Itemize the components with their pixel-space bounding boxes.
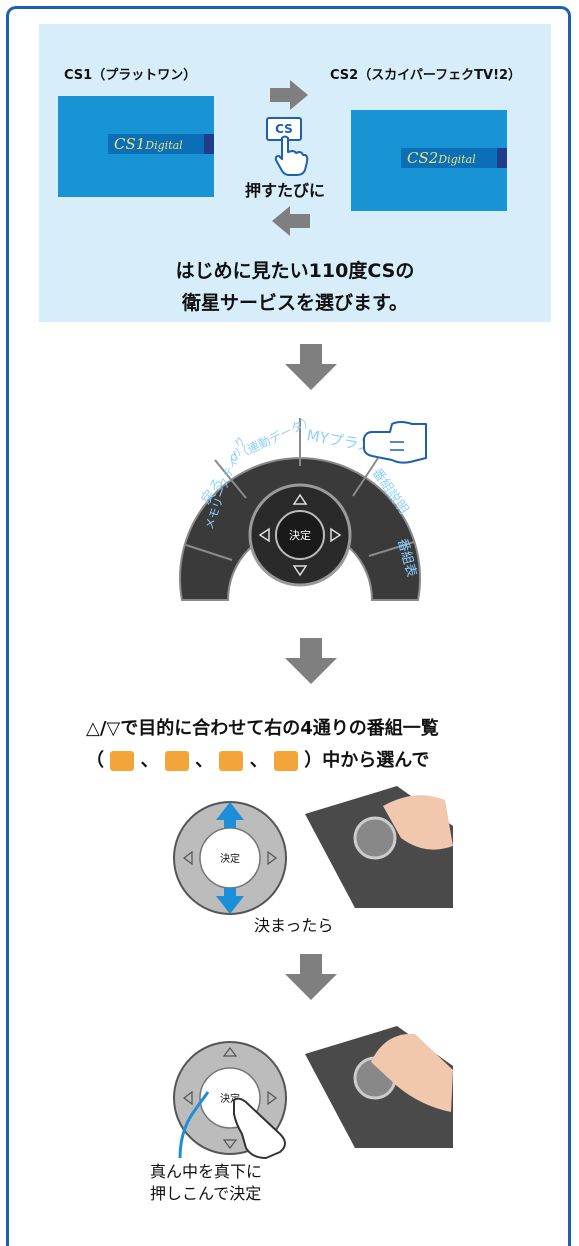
arrow-down-icon-2 xyxy=(285,638,337,684)
step2-line-2: （ 、 、 、 ）中から選んで xyxy=(86,750,430,771)
instruction-line-2: 衛星サービスを選びます。 xyxy=(181,292,409,314)
step3-caption-line-1: 真ん中を真下に xyxy=(150,1162,263,1181)
pressing-hand-icon xyxy=(363,421,427,464)
arrow-right-icon xyxy=(270,80,308,110)
dpad-center-label: 決定 xyxy=(220,852,240,865)
dpad-center-press[interactable]: 決定 xyxy=(170,1038,320,1159)
program-list-icon-1 xyxy=(110,751,135,771)
pressing-finger-icon xyxy=(233,1097,286,1159)
dpad-up-down[interactable]: 決定 xyxy=(170,798,290,918)
arrow-down-icon-3 xyxy=(285,954,337,1000)
step2-caption: 決まったら xyxy=(254,916,334,935)
instruction-line-1: はじめに見たい110度CSの xyxy=(175,260,415,282)
cs2-label: CS2（スカイパーフェクTV!2） xyxy=(330,68,522,83)
callout-line xyxy=(178,1091,210,1159)
arrow-left-icon xyxy=(272,206,310,236)
step2-line-1: △/▽で目的に合わせて右の4通りの番組一覧 xyxy=(86,718,439,739)
arrow-down-icon xyxy=(285,344,337,390)
program-list-icon-3 xyxy=(219,751,244,771)
cs1-screen: CS1Digital xyxy=(58,96,214,197)
program-list-icon-2 xyxy=(164,751,189,771)
cs2-logo: CS2Digital xyxy=(401,148,507,168)
press-each-time-label: 押すたびに xyxy=(245,181,326,200)
pointing-hand-icon xyxy=(274,135,309,176)
cs1-logo: CS1Digital xyxy=(108,134,214,154)
step3-caption-line-2: 押しこんで決定 xyxy=(150,1184,262,1203)
remote-photo-2 xyxy=(305,1026,453,1148)
cs1-label: CS1（プラットワン） xyxy=(64,68,197,83)
remote-wheel: 決定 メモリースティック 戻る d（連動データ） MYプラス 番組説明 番組表 xyxy=(179,412,421,601)
cs2-screen: CS2Digital xyxy=(351,110,507,211)
wheel-center-label: 決定 xyxy=(289,528,311,542)
remote-photo xyxy=(305,786,453,908)
program-list-icon-4 xyxy=(273,751,298,771)
